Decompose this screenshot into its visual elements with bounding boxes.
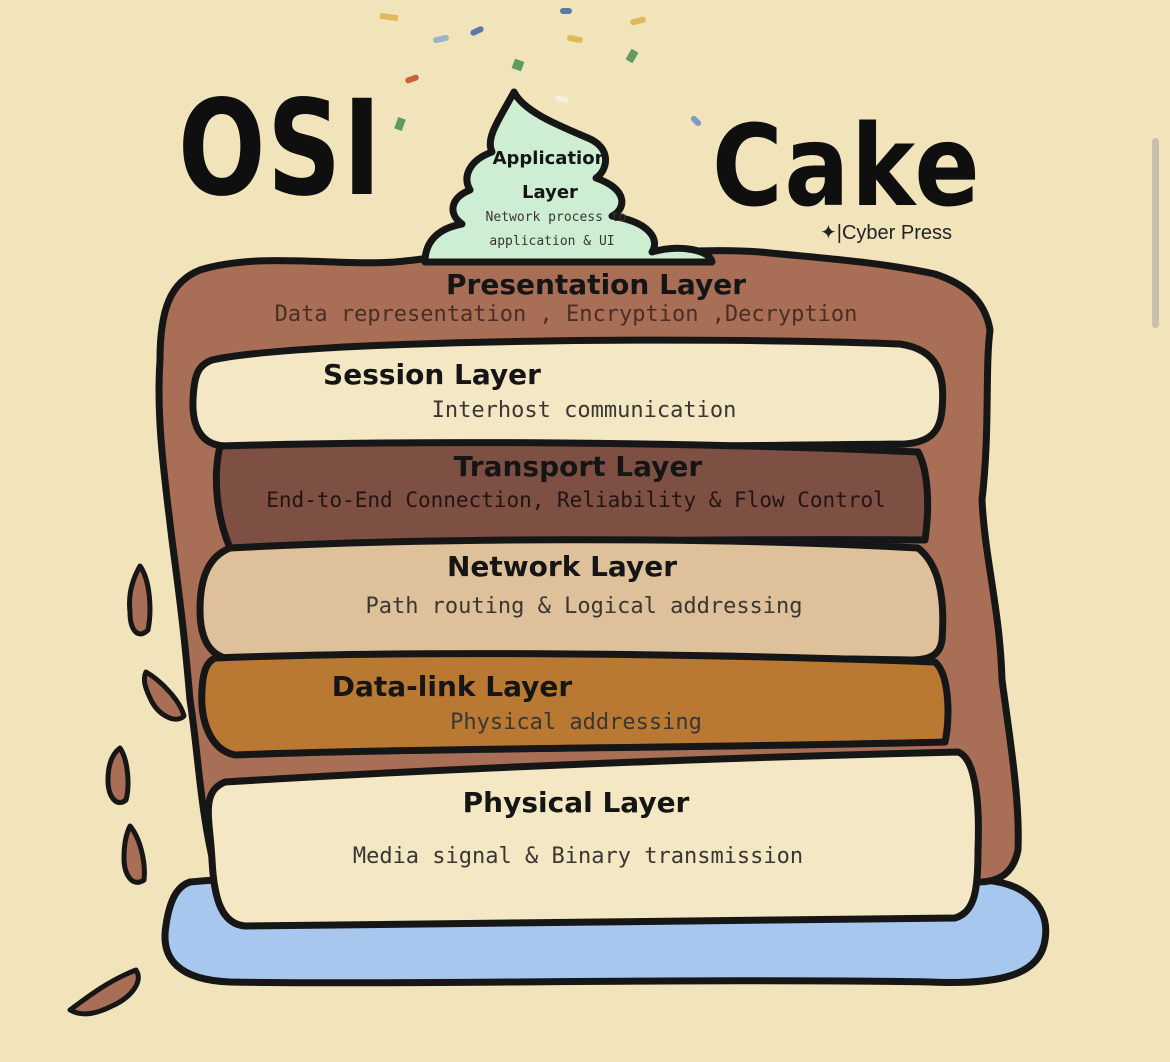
- physical-layer-band: [204, 748, 982, 930]
- datalink-layer-desc: Physical addressing: [450, 710, 702, 735]
- transport-layer-desc: End-to-End Connection, Reliability & Flo…: [266, 488, 886, 512]
- session-layer-desc: Interhost communication: [431, 398, 737, 423]
- presentation-layer-desc: Data representation , Encryption ,Decryp…: [274, 302, 858, 327]
- title-osi: OSI: [178, 72, 383, 226]
- datalink-layer-title: Data-link Layer: [331, 670, 573, 703]
- sprinkles: [379, 8, 702, 132]
- physical-layer-desc: Media signal & Binary transmission: [352, 844, 804, 869]
- application-layer-title-line1: Application: [492, 148, 608, 169]
- session-layer-title: Session Layer: [323, 358, 541, 391]
- credit-cyber-press: ✦|Cyber Press: [820, 222, 952, 244]
- presentation-layer-title: Presentation Layer: [445, 268, 747, 301]
- frosting: [421, 88, 716, 266]
- application-layer-desc-line2: application & UI: [489, 234, 615, 249]
- network-layer-title: Network Layer: [446, 550, 678, 583]
- title-cake: Cake: [712, 102, 982, 232]
- session-layer-band: [189, 336, 947, 452]
- scrollbar[interactable]: [1152, 138, 1159, 328]
- physical-layer-title: Physical Layer: [462, 786, 690, 819]
- application-layer-desc-line1: Network process to: [485, 210, 627, 225]
- network-layer-desc: Path routing & Logical addressing: [365, 594, 803, 619]
- transport-layer-title: Transport Layer: [453, 450, 703, 483]
- application-layer-title-line2: Layer: [522, 182, 578, 203]
- crumbs: [67, 563, 187, 1017]
- datalink-layer-band: [198, 650, 952, 759]
